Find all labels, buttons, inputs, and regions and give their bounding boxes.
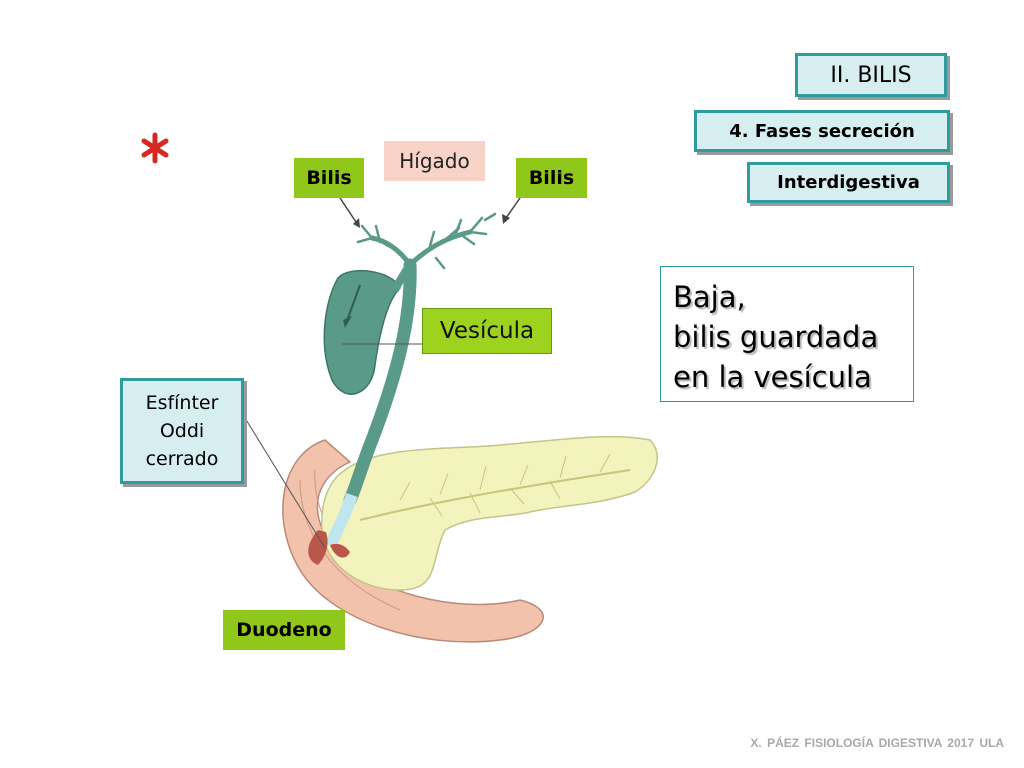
footer-credit: X. PÁEZ FISIOLOGÍA DIGESTIVA 2017 ULA (750, 736, 1004, 750)
gallbladder-label-text: Vesícula (439, 318, 535, 344)
bile-label-left: Bilis (294, 158, 364, 198)
duodenum-label: Duodeno (223, 610, 345, 650)
pancreas-shape (321, 435, 658, 591)
subtitle-box: 4. Fases secreción (694, 110, 950, 152)
note-line-1: Baja, (673, 280, 746, 314)
liver-label-text: Hígado (399, 149, 470, 173)
note-line-3: en la vesícula (673, 360, 872, 394)
sphincter-line-1: Esfínter (145, 392, 219, 414)
liver-label: Hígado (384, 141, 485, 181)
bile-label-left-text: Bilis (306, 167, 352, 189)
note-line-2: bilis guardada (673, 320, 879, 354)
gallbladder-label: Vesícula (422, 308, 552, 354)
sphincter-line-3: cerrado (145, 448, 219, 470)
note-box: Baja, bilis guardada en la vesícula (660, 266, 914, 402)
section-title: II. BILIS (830, 62, 912, 88)
sphincter-label: Esfínter Oddi cerrado (120, 378, 244, 484)
bile-label-right-text: Bilis (528, 167, 575, 189)
sphincter-shape (308, 530, 328, 565)
gallbladder-shape (323, 270, 401, 395)
duodenum-label-text: Duodeno (236, 619, 332, 641)
hepatic-ducts (356, 212, 497, 270)
section-title-box: II. BILIS (795, 53, 947, 97)
common-bile-duct (343, 258, 417, 507)
sphincter-line-2: Oddi (159, 420, 205, 442)
phase-label: Interdigestiva (777, 172, 920, 193)
subtitle: 4. Fases secreción (729, 120, 915, 142)
phase-box: Interdigestiva (747, 162, 950, 203)
bile-label-right: Bilis (516, 158, 587, 198)
asterisk-icon (141, 132, 169, 164)
